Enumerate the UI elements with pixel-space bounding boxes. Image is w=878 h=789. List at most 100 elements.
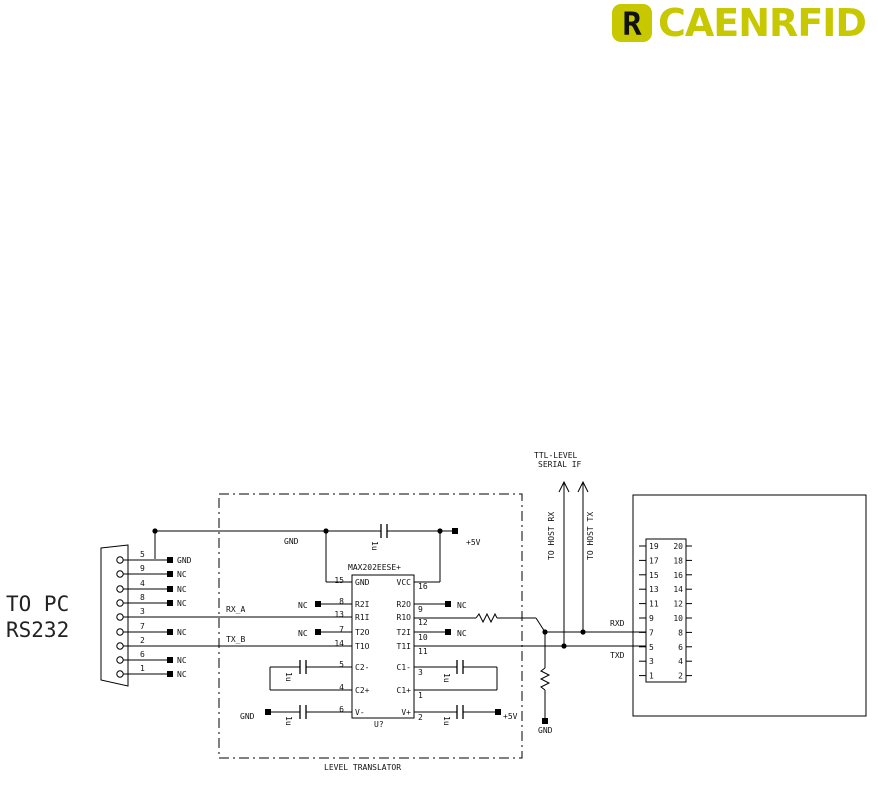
ic-pin-number: 1 xyxy=(418,691,423,700)
gnd-bottom-label: GND xyxy=(240,712,255,721)
level-translator-label: LEVEL TRANSLATOR xyxy=(324,763,401,772)
gnd-right-terminal xyxy=(542,718,548,724)
header-pin-odd: 13 xyxy=(649,585,659,594)
tx-b-label: TX_B xyxy=(226,635,245,644)
ic-pin-number: 3 xyxy=(418,668,423,677)
db9-pin-number: 8 xyxy=(140,593,145,602)
db9-shell xyxy=(100,544,129,687)
plus5v-top-label: +5V xyxy=(466,538,481,547)
ic-pin-name: R2I xyxy=(355,600,370,609)
db9-terminal xyxy=(167,671,173,677)
db9-pin-number: 5 xyxy=(140,550,145,559)
rx-a-label: RX_A xyxy=(226,605,245,614)
header-pin-odd: 7 xyxy=(649,628,654,637)
ic-pin-number: 15 xyxy=(334,576,344,585)
cap-vplus-label: 1u xyxy=(442,716,451,726)
cap-c1-label: 1u xyxy=(442,673,451,683)
serial-if-label: SERIAL IF xyxy=(538,460,582,469)
db9-pin-circle xyxy=(116,613,124,621)
ic-pin-number: 12 xyxy=(418,618,428,627)
rxd-label: RXD xyxy=(610,619,625,628)
db9-terminal xyxy=(167,557,173,563)
gnd-bottom-terminal xyxy=(265,709,271,715)
rs232-label: RS232 xyxy=(6,618,70,642)
ic-pin-name: R2O xyxy=(397,600,412,609)
to-pc-label: TO PC xyxy=(6,592,70,616)
db9-pin-net: NC xyxy=(177,599,187,608)
header-pin-even: 8 xyxy=(678,628,683,637)
plus5v-bottom-terminal xyxy=(495,709,501,715)
nc-r2o-label: NC xyxy=(457,601,467,610)
db9-pin-number: 4 xyxy=(140,579,145,588)
ic-pin-name: C2+ xyxy=(355,686,370,695)
header-pin-even: 4 xyxy=(678,657,683,666)
ic-pin-name: T2O xyxy=(355,628,370,637)
caenrfid-logo: R CAENRFID xyxy=(610,2,872,44)
db9-pin-circle xyxy=(116,642,124,650)
ic-pin-name: GND xyxy=(355,578,370,587)
db9-pin-circle xyxy=(116,585,124,593)
db9-pin-circle xyxy=(116,556,124,564)
db9-pin-net: NC xyxy=(177,570,187,579)
db9-pin-circle xyxy=(116,670,124,678)
to-host-tx-label: TO HOST TX xyxy=(586,512,595,560)
logo-emblem-icon: R xyxy=(612,4,652,43)
ic-pin-name: C1+ xyxy=(397,686,412,695)
ic-pin-number: 9 xyxy=(418,605,423,614)
header-pin-odd: 11 xyxy=(649,600,659,609)
ic-pin-number: 11 xyxy=(418,647,428,656)
ic-pin-name: C1- xyxy=(397,663,411,672)
ic-pin-number: 2 xyxy=(418,713,423,722)
gnd-right-label: GND xyxy=(538,726,553,735)
header-pin-even: 14 xyxy=(673,585,683,594)
ic-pin-name: T1I xyxy=(397,642,412,651)
db9-pin-number: 6 xyxy=(140,650,145,659)
nc-t2i-label: NC xyxy=(457,629,467,638)
db9-pin-circle xyxy=(116,570,124,578)
ic-pin-number: 10 xyxy=(418,633,428,642)
db9-terminal xyxy=(167,600,173,606)
ic-pin-number: 7 xyxy=(339,625,344,634)
host-module-box xyxy=(632,494,867,717)
ic-pin-number: 6 xyxy=(339,705,344,714)
header-pin-even: 18 xyxy=(673,556,683,565)
nc-t2o-label: NC xyxy=(298,629,308,638)
db9-pin-net: NC xyxy=(177,656,187,665)
header-pin-even: 12 xyxy=(673,600,683,609)
ic-pin-name: R1I xyxy=(355,613,370,622)
ic-pin-number: 4 xyxy=(339,683,344,692)
ic-pin-name: V+ xyxy=(401,708,411,717)
db9-pin-net: NC xyxy=(177,628,187,637)
to-host-rx-label: TO HOST RX xyxy=(547,512,556,560)
ic-pin-number: 5 xyxy=(339,660,344,669)
db9-terminal xyxy=(167,657,173,663)
db9-pin-circle xyxy=(116,656,124,664)
db9-pin-circle xyxy=(116,628,124,636)
db9-pin-number: 9 xyxy=(140,564,145,573)
header-pin-odd: 9 xyxy=(649,614,654,623)
db9-terminal xyxy=(167,571,173,577)
ttl-level-label: TTL-LEVEL xyxy=(534,451,578,460)
header-pin-odd: 15 xyxy=(649,571,659,580)
plus5v-top-terminal xyxy=(452,528,458,534)
logo-wordmark: CAENRFID xyxy=(658,1,867,45)
db9-pin-number: 3 xyxy=(140,607,145,616)
db9-pin-number: 2 xyxy=(140,636,145,645)
txd-label: TXD xyxy=(610,651,625,660)
ic-pin-number: 13 xyxy=(334,610,344,619)
ic-pin-name: R1O xyxy=(397,613,412,622)
ic-pin-number: 8 xyxy=(339,597,344,606)
ic-ref-label: U? xyxy=(374,720,384,729)
ic-pin-name: VCC xyxy=(397,578,412,587)
nc-r2i-label: NC xyxy=(298,601,308,610)
header-pin-even: 2 xyxy=(678,672,683,681)
header-pin-odd: 1 xyxy=(649,672,654,681)
header-pin-even: 6 xyxy=(678,643,683,652)
db9-pin-number: 1 xyxy=(140,664,145,673)
header-pin-odd: 3 xyxy=(649,657,654,666)
ic-pin-name: C2- xyxy=(355,663,369,672)
gnd-top-label: GND xyxy=(284,537,299,546)
db9-pin-net: GND xyxy=(177,556,192,565)
db9-terminal xyxy=(167,586,173,592)
